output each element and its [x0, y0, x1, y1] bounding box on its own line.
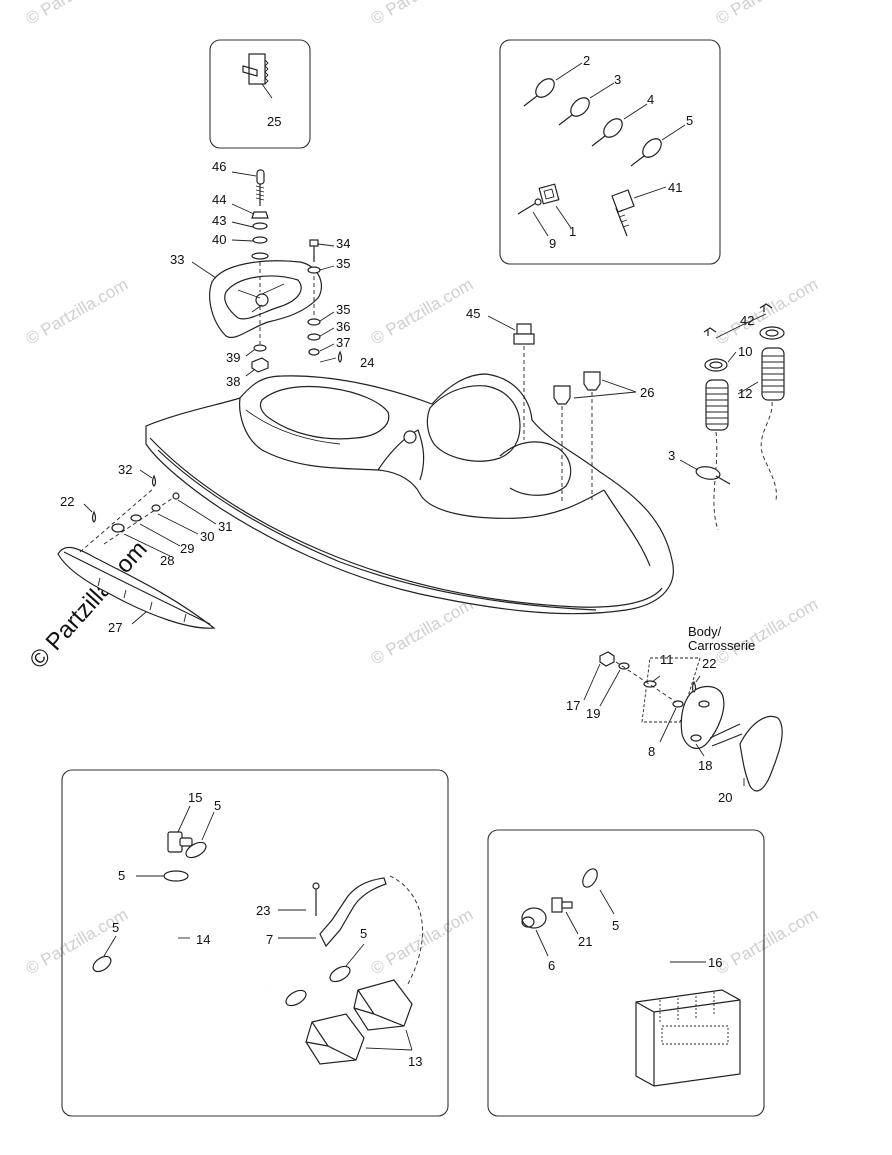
vent-clip-a	[185, 841, 207, 859]
rear-handle-assembly: Body/ Carrosserie 11 22 17 19 8 18 20	[566, 624, 783, 805]
callout-5: 5	[360, 926, 367, 941]
inset-box-vent-hoses: 15 5 5 5 5 23 7 14 13	[61, 769, 449, 1117]
callout-5: 5	[612, 918, 619, 933]
callout-15: 15	[188, 790, 202, 805]
hose-clip-2	[523, 78, 555, 107]
body-label-line2: Carrosserie	[688, 638, 755, 653]
bellows-assembly: 42 10 12 3	[668, 303, 785, 531]
callout-6: 6	[548, 958, 555, 973]
watermark: © Partzilla.com	[713, 0, 822, 28]
inset-box-fasteners: 2 3 4 5 1 9 41	[499, 39, 721, 265]
callout-37: 37	[336, 335, 350, 350]
callout-13: 13	[408, 1054, 422, 1069]
callout-32: 32	[118, 462, 132, 477]
rivet-9	[517, 198, 542, 215]
callout-11: 11	[660, 652, 674, 667]
vent-filter-1	[353, 979, 413, 1031]
vent-clip-b	[163, 870, 189, 882]
callout-14: 14	[196, 932, 210, 947]
callout-26: 26	[640, 385, 654, 400]
callout-9: 9	[549, 236, 556, 251]
vent-cap-6	[521, 907, 547, 929]
vent-clip-e	[329, 965, 351, 983]
callout-28: 28	[160, 553, 174, 568]
screw-41	[611, 189, 635, 237]
handle-grab-bar: 46 44 43 40 33 39 38 34 35 35 36 37 24	[170, 159, 374, 389]
callout-16: 16	[708, 955, 722, 970]
callout-34: 34	[336, 236, 350, 251]
callout-22: 22	[702, 656, 716, 671]
callout-41: 41	[668, 180, 682, 195]
vent-filter-2	[305, 1013, 365, 1065]
watermark: © Partzilla.com	[368, 595, 477, 669]
watercraft-body	[145, 373, 674, 615]
callout-25: 25	[267, 114, 281, 129]
callout-8: 8	[648, 744, 655, 759]
battery	[635, 989, 741, 1087]
callout-29: 29	[180, 541, 194, 556]
rub-strip: 32 22 31 30 29 28 27	[57, 462, 232, 635]
callout-17: 17	[566, 698, 580, 713]
callout-43: 43	[212, 213, 226, 228]
hose-clip-3-bellows	[695, 466, 731, 485]
watermark: © Partzilla.com	[23, 275, 132, 349]
callout-3: 3	[614, 72, 621, 87]
callout-12: 12	[738, 386, 752, 401]
hose-clip-4	[591, 118, 623, 147]
callout-21: 21	[578, 934, 592, 949]
callout-40: 40	[212, 232, 226, 247]
callout-3: 3	[668, 448, 675, 463]
callout-42: 42	[740, 313, 754, 328]
callout-18: 18	[698, 758, 712, 773]
callout-45: 45	[466, 306, 480, 321]
callout-46: 46	[212, 159, 226, 174]
inset-box-battery-vent: 5 21 6 16	[487, 829, 765, 1117]
callout-5: 5	[686, 113, 693, 128]
callout-10: 10	[738, 344, 752, 359]
callout-24: 24	[360, 355, 374, 370]
callout-7: 7	[266, 932, 273, 947]
callout-33: 33	[170, 252, 184, 267]
callout-5: 5	[118, 868, 125, 883]
hose-clip-5	[630, 138, 662, 167]
inset-box-clip: 25	[209, 39, 311, 149]
hose-clip-3	[558, 97, 590, 126]
vent-clip-d	[285, 989, 307, 1007]
callout-44: 44	[212, 192, 226, 207]
callout-1: 1	[569, 224, 576, 239]
watermark: © Partzilla.com	[713, 905, 822, 979]
clip-part	[242, 53, 273, 99]
watermark: © Partzilla.com	[713, 595, 822, 669]
callout-20: 20	[718, 790, 732, 805]
callout-31: 31	[218, 519, 232, 534]
watermark: © Partzilla.com	[368, 0, 477, 28]
drain-plugs-26: 26	[553, 371, 654, 504]
callout-27: 27	[108, 620, 122, 635]
vent-clip-c	[92, 955, 112, 973]
push-nut-1	[538, 183, 560, 205]
callout-4: 4	[647, 92, 654, 107]
callout-35: 35	[336, 256, 350, 271]
body-label-line1: Body/	[688, 624, 722, 639]
callout-5: 5	[214, 798, 221, 813]
callout-39: 39	[226, 350, 240, 365]
callout-35: 35	[336, 302, 350, 317]
callout-22: 22	[60, 494, 74, 509]
callout-36: 36	[336, 319, 350, 334]
callout-5: 5	[112, 920, 119, 935]
vent-clip-f	[582, 868, 598, 888]
watermark: © Partzilla.com	[23, 0, 132, 28]
callout-38: 38	[226, 374, 240, 389]
callout-2: 2	[583, 53, 590, 68]
watermark: © Partzilla.com	[368, 275, 477, 349]
callout-30: 30	[200, 529, 214, 544]
vent-fitting-21	[551, 897, 573, 913]
callout-23: 23	[256, 903, 270, 918]
callout-19: 19	[586, 706, 600, 721]
fitting-45: 45	[466, 306, 535, 440]
